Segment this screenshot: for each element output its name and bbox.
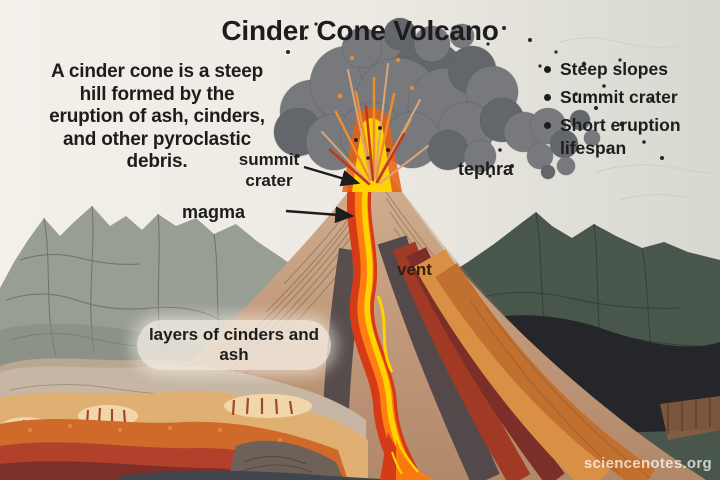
bullet-icon <box>544 122 551 129</box>
fact-label: Steep slopes <box>560 59 668 79</box>
summit-crater-arrow <box>303 165 361 187</box>
key-facts-list: Steep slopes Summit crater Short eruptio… <box>542 58 714 165</box>
lower-strata-layers <box>0 365 400 480</box>
callout-arrows <box>285 165 361 224</box>
fact-item-eruption-lifespan: Short eruption lifespan <box>542 114 714 160</box>
watermark: sciencenotes.org <box>583 455 712 472</box>
ash-specks <box>286 22 664 178</box>
bullet-icon <box>544 94 551 101</box>
label-magma: magma <box>182 202 246 222</box>
fact-item-summit-crater: Summit crater <box>542 86 714 109</box>
fact-label: Short eruption lifespan <box>560 115 681 158</box>
label-vent: vent <box>397 260 432 279</box>
bullet-icon <box>544 66 551 73</box>
lava-conduit <box>346 175 434 480</box>
label-summit-crater: summit crater <box>238 150 300 190</box>
label-layers-of-cinders-and-ash: layers of cinders and ash <box>137 320 331 370</box>
magma-arrow <box>285 206 355 224</box>
fact-label: Summit crater <box>560 87 678 107</box>
intro-text: A cinder cone is a steep hill formed by … <box>49 61 265 172</box>
fact-item-steep-slopes: Steep slopes <box>542 58 714 81</box>
flank-strata-bands <box>321 235 720 480</box>
page-title: Cinder Cone Volcano <box>221 15 499 46</box>
label-tephra: tephra <box>458 159 514 179</box>
